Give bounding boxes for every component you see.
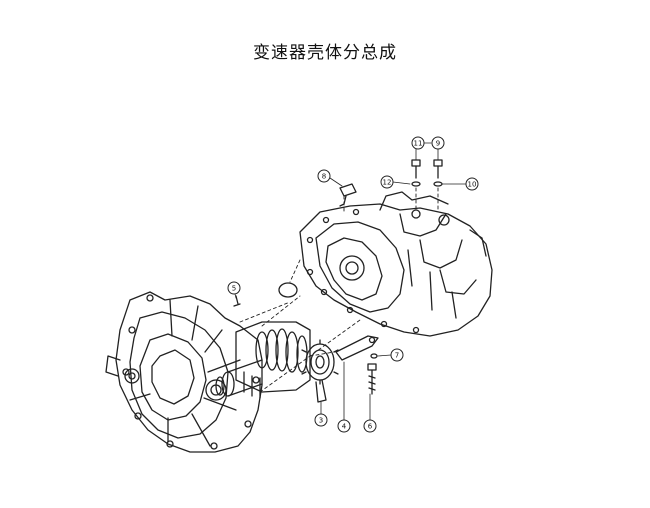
gear-train bbox=[215, 321, 311, 399]
diagram-title: 变速器壳体分总成 bbox=[253, 43, 397, 63]
callout-5: 5 bbox=[227, 281, 241, 295]
shift-lever bbox=[335, 335, 379, 361]
callout-10: 10 bbox=[465, 177, 479, 191]
o-ring bbox=[278, 282, 298, 298]
callout-9: 9 bbox=[431, 136, 445, 150]
explode-lines bbox=[239, 187, 439, 393]
fasteners bbox=[233, 159, 443, 395]
svg-text:6: 6 bbox=[368, 423, 373, 431]
svg-text:3: 3 bbox=[319, 417, 323, 425]
svg-text:10: 10 bbox=[468, 181, 477, 189]
svg-text:4: 4 bbox=[342, 423, 347, 431]
callout-7: 7 bbox=[390, 348, 404, 362]
leader-lines bbox=[234, 142, 467, 421]
svg-text:7: 7 bbox=[395, 352, 399, 360]
differential-gear bbox=[301, 339, 339, 403]
callout-4: 4 bbox=[337, 419, 351, 433]
svg-text:11: 11 bbox=[414, 140, 423, 148]
callout-8: 8 bbox=[317, 169, 331, 183]
clutch-housing bbox=[105, 291, 263, 453]
callout-6: 6 bbox=[363, 419, 377, 433]
callout-3: 3 bbox=[314, 413, 328, 427]
callout-12: 12 bbox=[380, 175, 394, 189]
svg-text:12: 12 bbox=[383, 179, 392, 187]
svg-text:9: 9 bbox=[436, 140, 440, 148]
svg-text:8: 8 bbox=[322, 173, 326, 181]
svg-text:5: 5 bbox=[232, 285, 236, 293]
callout-11: 11 bbox=[411, 136, 425, 150]
transmission-case bbox=[299, 191, 493, 337]
